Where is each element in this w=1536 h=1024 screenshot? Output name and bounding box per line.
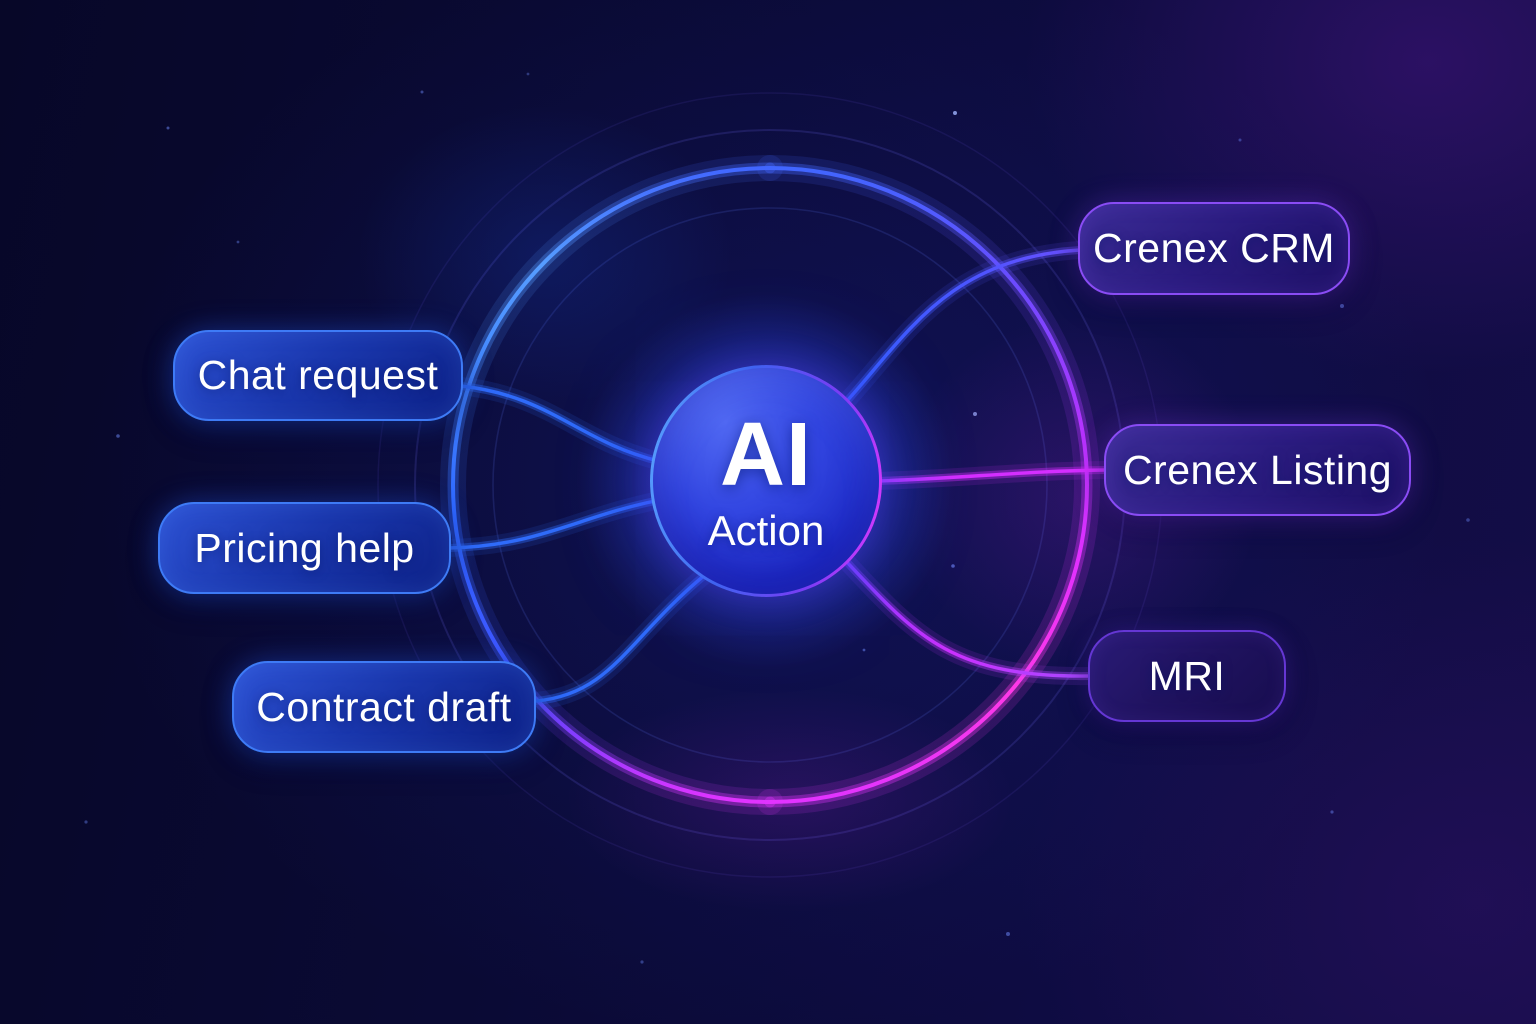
node-crenex-crm-label: Crenex CRM [1093, 225, 1335, 271]
node-crenex-crm: Crenex CRM [1078, 202, 1350, 295]
center-node-title: AI [720, 405, 812, 505]
node-crenex-listing-label: Crenex Listing [1122, 446, 1393, 493]
node-mri: MRI [1088, 630, 1286, 722]
node-chat-request-label: Chat request [197, 352, 439, 398]
node-pricing-help: Pricing help [158, 502, 451, 594]
center-node-subtitle: Action [707, 507, 825, 554]
connector-contract-draft [536, 574, 706, 701]
connector-crenex-listing [878, 470, 1106, 481]
star-dots [84, 72, 1470, 964]
node-pricing-help-label: Pricing help [194, 524, 415, 571]
node-contract-draft-label: Contract draft [256, 683, 512, 730]
center-node-ai: AI Action [650, 365, 882, 597]
connector-chat-request [461, 386, 662, 462]
connector-pricing-help [449, 500, 660, 548]
node-crenex-listing: Crenex Listing [1104, 424, 1411, 516]
node-chat-request: Chat request [173, 330, 463, 421]
node-contract-draft: Contract draft [232, 661, 536, 753]
node-mri-label: MRI [1148, 652, 1226, 699]
